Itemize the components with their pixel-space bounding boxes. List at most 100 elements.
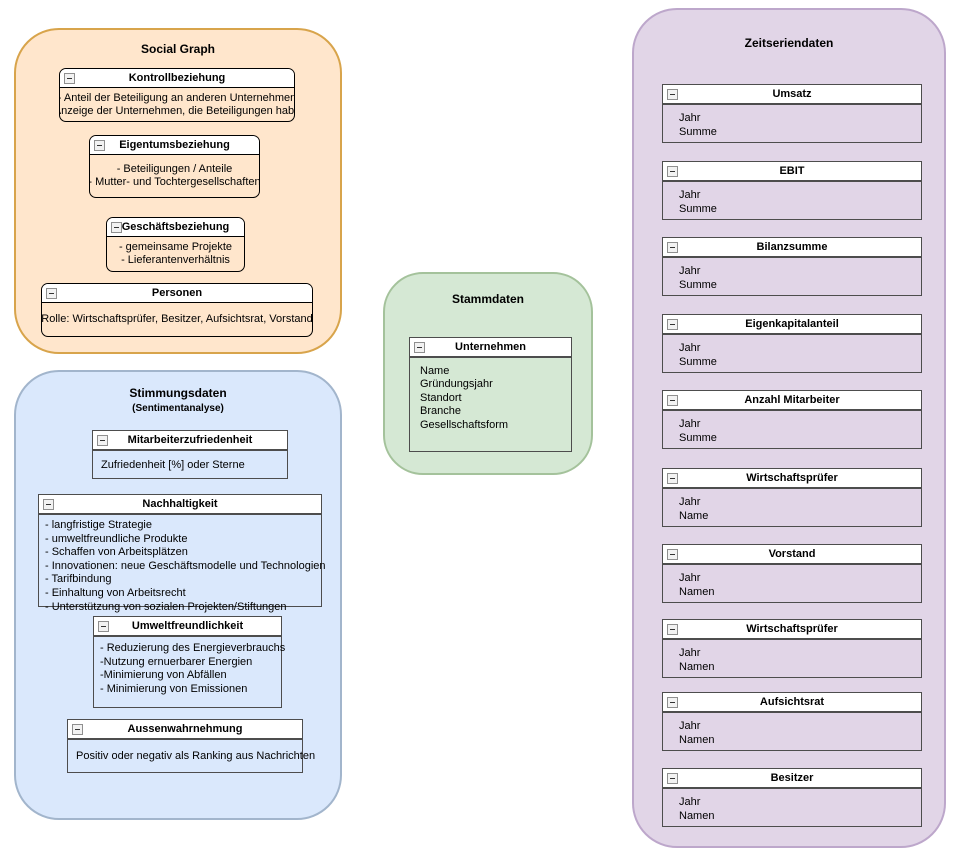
entity-attribute: - Beteiligungen / Anteile	[116, 163, 233, 175]
entity-anzahl-mitarbeiter[interactable]: Anzahl Mitarbeiter Jahr Summe	[662, 390, 922, 449]
collapse-icon[interactable]	[43, 499, 54, 510]
entity-attribute: Branche	[420, 405, 461, 418]
entity-attribute: Jahr	[679, 720, 701, 732]
entity-title: Kontrollbeziehung	[128, 72, 226, 84]
entity-attribute: Namen	[679, 661, 715, 673]
collapse-icon[interactable]	[111, 222, 122, 233]
collapse-icon[interactable]	[97, 435, 108, 446]
entity-header: Personen	[42, 284, 312, 303]
entity-attribute: Gesellschaftsform	[420, 418, 509, 431]
entity-attribute: Jahr	[679, 418, 701, 430]
collapse-icon[interactable]	[94, 140, 105, 151]
collapse-icon[interactable]	[667, 395, 678, 406]
entity-title: Mitarbeiterzufriedenheit	[127, 434, 253, 446]
entity-attribute: Name	[420, 365, 450, 377]
entity-unternehmen[interactable]: Unternehmen Name Gründungsjahr Standort …	[409, 337, 572, 452]
entity-attribute: Gründungsjahr	[420, 378, 493, 391]
entity-attribute: Jahr	[679, 112, 701, 124]
entity-nachhaltigkeit[interactable]: Nachhaltigkeit - langfristige Strategie …	[38, 494, 326, 613]
entity-attribute: Summe	[679, 126, 717, 138]
entity-header: Aussenwahrnehmung	[68, 720, 302, 740]
entity-attribute: Namen	[679, 810, 715, 822]
collapse-icon[interactable]	[64, 73, 75, 84]
collapse-icon[interactable]	[98, 621, 109, 632]
entity-attribute: Jahr	[679, 572, 701, 584]
entity-kontrollbeziehung[interactable]: Kontrollbeziehung - Anteil der Beteiligu…	[59, 68, 295, 122]
entity-title: Nachhaltigkeit	[142, 498, 218, 510]
entity-title: EBIT	[779, 165, 805, 177]
collapse-icon[interactable]	[72, 724, 83, 735]
collapse-icon[interactable]	[667, 319, 678, 330]
entity-attribute: Standort	[420, 391, 462, 404]
entity-attribute: Jahr	[679, 265, 701, 277]
entity-attribute: - Unterstützung von sozialen Projekten/S…	[45, 600, 287, 613]
entity-mitarbeiterzufriedenheit[interactable]: Mitarbeiterzufriedenheit Zufriedenheit […	[92, 430, 288, 479]
entity-attribute: Jahr	[679, 796, 701, 808]
entity-attribute: Rolle: Wirtschaftsprüfer, Besitzer, Aufs…	[41, 313, 313, 325]
entity-header: EBIT	[663, 162, 921, 182]
entity-header: Aufsichtsrat	[663, 693, 921, 713]
entity-header: Mitarbeiterzufriedenheit	[93, 431, 287, 451]
entity-wirtschaftspruefer-2[interactable]: Wirtschaftsprüfer Jahr Namen	[662, 619, 922, 678]
entity-attribute: - Tarifbindung	[45, 573, 112, 586]
entity-besitzer[interactable]: Besitzer Jahr Namen	[662, 768, 922, 827]
container-social-graph[interactable]: Social Graph Kontrollbeziehung - Anteil …	[14, 28, 342, 354]
entity-header: Eigentumsbeziehung	[90, 136, 259, 155]
entity-attribute: Summe	[679, 432, 717, 444]
collapse-icon[interactable]	[414, 342, 425, 353]
entity-attribute: - Anteil der Beteiligung an anderen Unte…	[59, 91, 295, 104]
entity-attribute: Positiv oder negativ als Ranking aus Nac…	[76, 750, 316, 762]
entity-aufsichtsrat[interactable]: Aufsichtsrat Jahr Namen	[662, 692, 922, 751]
entity-header: Nachhaltigkeit	[39, 495, 321, 515]
entity-header: Anzahl Mitarbeiter	[663, 391, 921, 411]
entity-title: Unternehmen	[455, 341, 526, 353]
entity-attribute: Namen	[679, 586, 715, 598]
entity-title: Aussenwahrnehmung	[127, 723, 243, 735]
collapse-icon[interactable]	[667, 166, 678, 177]
collapse-icon[interactable]	[667, 473, 678, 484]
entity-attribute: -Minimierung von Abfällen	[100, 669, 227, 682]
entity-header: Wirtschaftsprüfer	[663, 469, 921, 489]
entity-title: Umweltfreundlichkeit	[131, 620, 244, 632]
collapse-icon[interactable]	[667, 549, 678, 560]
entity-title: Eigentumsbeziehung	[119, 139, 230, 151]
entity-wirtschaftspruefer-1[interactable]: Wirtschaftsprüfer Jahr Name	[662, 468, 922, 527]
container-stammdaten[interactable]: Stammdaten Unternehmen Name Gründungsjah…	[383, 272, 593, 475]
entity-title: Aufsichtsrat	[759, 696, 825, 708]
entity-header: Besitzer	[663, 769, 921, 789]
entity-title: Umsatz	[772, 88, 812, 100]
entity-attribute: Summe	[679, 356, 717, 368]
entity-header: Kontrollbeziehung	[60, 69, 294, 88]
entity-bilanzsumme[interactable]: Bilanzsumme Jahr Summe	[662, 237, 922, 296]
entity-umsatz[interactable]: Umsatz Jahr Summe	[662, 84, 922, 143]
entity-geschaeftsbeziehung[interactable]: Geschäftsbeziehung - gemeinsame Projekte…	[106, 217, 245, 272]
collapse-icon[interactable]	[667, 242, 678, 253]
collapse-icon[interactable]	[667, 773, 678, 784]
entity-header: Umweltfreundlichkeit	[94, 617, 281, 637]
collapse-icon[interactable]	[667, 89, 678, 100]
entity-header: Vorstand	[663, 545, 921, 565]
entity-attribute: - Schaffen von Arbeitsplätzen	[45, 546, 188, 559]
container-stimmungsdaten[interactable]: Stimmungsdaten (Sentimentanalyse) Mitarb…	[14, 370, 342, 820]
entity-ebit[interactable]: EBIT Jahr Summe	[662, 161, 922, 220]
container-zeitseriendaten[interactable]: Zeitseriendaten Umsatz Jahr Summe EBIT J…	[632, 8, 946, 848]
entity-attribute: - gemeinsame Projekte	[118, 241, 233, 253]
collapse-icon[interactable]	[667, 624, 678, 635]
entity-vorstand[interactable]: Vorstand Jahr Namen	[662, 544, 922, 603]
container-title: Social Graph	[140, 42, 216, 56]
collapse-icon[interactable]	[667, 697, 678, 708]
entity-title: Anzahl Mitarbeiter	[744, 394, 840, 406]
entity-header: Geschäftsbeziehung	[107, 218, 244, 237]
entity-header: Unternehmen	[410, 338, 571, 358]
collapse-icon[interactable]	[46, 288, 57, 299]
entity-title: Wirtschaftsprüfer	[746, 623, 838, 635]
entity-attribute: - Lieferantenverhältnis	[121, 254, 230, 266]
entity-attribute: - Innovationen: neue Geschäftsmodelle un…	[45, 559, 326, 572]
entity-attribute: - Reduzierung des Energieverbrauchs	[100, 642, 286, 654]
entity-personen[interactable]: Personen Rolle: Wirtschaftsprüfer, Besit…	[41, 283, 313, 337]
entity-eigentumsbeziehung[interactable]: Eigentumsbeziehung - Beteiligungen / Ant…	[89, 135, 260, 198]
entity-aussenwahrnehmung[interactable]: Aussenwahrnehmung Positiv oder negativ a…	[67, 719, 316, 773]
entity-attribute: Jahr	[679, 189, 701, 201]
entity-umweltfreundlichkeit[interactable]: Umweltfreundlichkeit - Reduzierung des E…	[93, 616, 286, 708]
entity-eigenkapitalanteil[interactable]: Eigenkapitalanteil Jahr Summe	[662, 314, 922, 373]
